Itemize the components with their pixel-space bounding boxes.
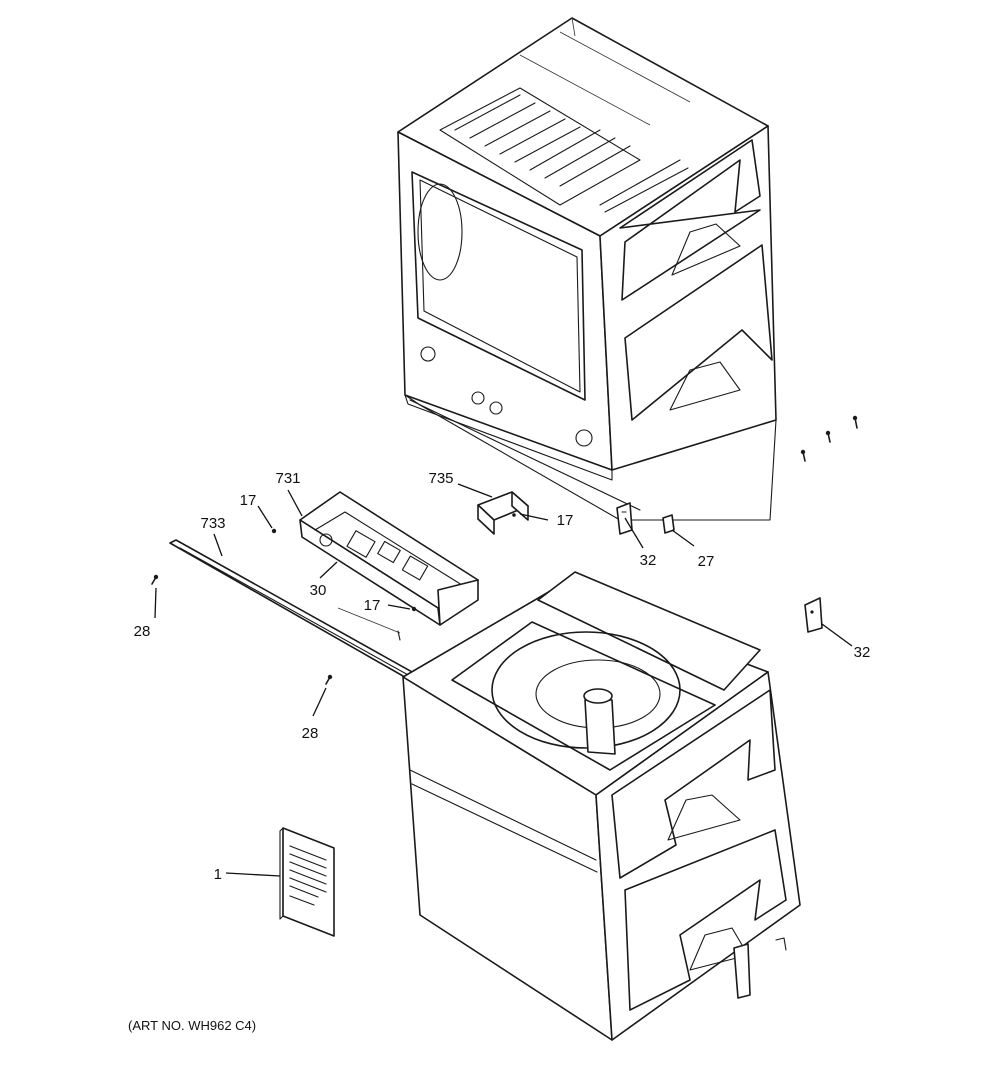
screws-upper-right [800,415,858,462]
callout-32-right: 32 [854,644,871,661]
screw-17-b [411,606,417,612]
callout-17-a: 17 [240,492,257,509]
screw-17-a [271,528,277,534]
wire [337,607,401,634]
callout-733: 733 [200,515,225,532]
clip-27 [662,514,675,534]
screw-28-left [151,574,159,585]
callout-1: 1 [214,866,222,883]
callout-17-c: 17 [557,512,574,529]
bracket-735 [477,491,529,535]
wire-end [397,630,401,641]
leader-lines [154,483,853,877]
washer-unit [402,571,801,1041]
callout-735: 735 [428,470,453,487]
bracket-32-right [804,597,823,633]
control-box-731 [299,491,479,626]
callout-30: 30 [310,582,327,599]
callout-32-upper: 32 [640,552,657,569]
dryer-unit [397,17,777,521]
screw-28-center [325,674,333,685]
callout-27: 27 [698,553,715,570]
owner-manual-1 [279,827,335,937]
art-number: (ART NO. WH962 C4) [128,1018,256,1033]
bracket-32-upper [616,502,633,535]
callout-28-left: 28 [134,623,151,640]
callout-28-center: 28 [302,725,319,742]
callout-731: 731 [275,470,300,487]
callout-17-b: 17 [364,597,381,614]
